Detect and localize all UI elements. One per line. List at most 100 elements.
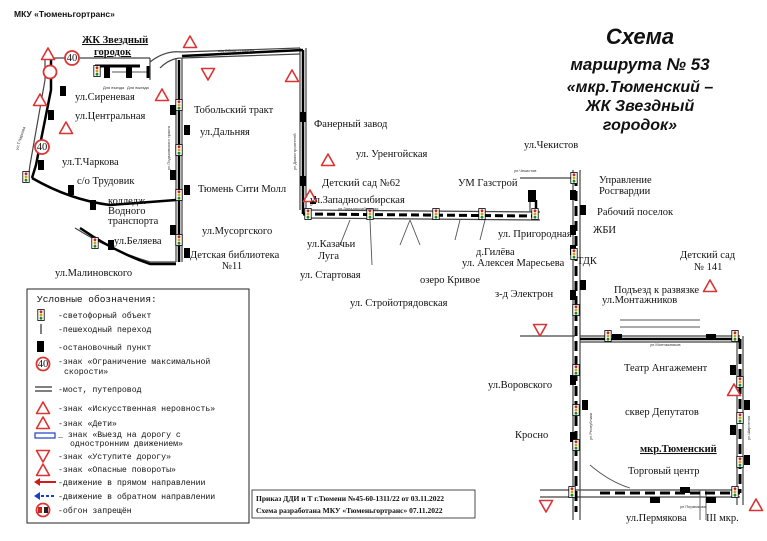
stop-zk-zvezdny-2: городок bbox=[94, 47, 132, 58]
svg-text:-знак «Дети»: -знак «Дети» bbox=[58, 420, 117, 429]
stop-trudovik: с/о Трудовик bbox=[77, 176, 135, 187]
title-line-2: маршрута № 53 bbox=[570, 55, 710, 74]
stop-iii-mkr: III мкр. bbox=[706, 513, 739, 524]
svg-text:-знак «Уступите дорогу»: -знак «Уступите дорогу» bbox=[58, 453, 171, 462]
stop-labels: ЖК Звездный городок ул.Сиреневая ул.Цент… bbox=[55, 35, 739, 524]
svg-text:-остановочный пункт: -остановочный пункт bbox=[58, 343, 151, 353]
stop-rabochy: Рабочий поселок bbox=[597, 207, 674, 218]
stop-siti-moll: Тюмень Сити Молл bbox=[198, 184, 286, 195]
stop-sad62: Детский сад №62 bbox=[322, 178, 400, 189]
svg-text:ул.Чекистов: ул.Чекистов bbox=[514, 168, 536, 173]
stop-charkova: ул.Т.Чаркова bbox=[62, 157, 119, 168]
stop-montazhnikov-1: Подъезд к развязке bbox=[614, 285, 699, 296]
stop-tdk: ТДК bbox=[577, 256, 598, 267]
stop-ozero: озеро Кривое bbox=[420, 275, 480, 286]
svg-text:ул.Подъковского тракта: ул.Подъковского тракта bbox=[166, 125, 171, 170]
svg-text:40: 40 bbox=[67, 53, 78, 64]
svg-text:Для въезда: Для въезда bbox=[103, 85, 125, 90]
stop-college-1: колледж bbox=[108, 196, 146, 207]
svg-text:-движение в прямом направлении: -движение в прямом направлении bbox=[58, 479, 205, 488]
svg-text:-обгон запрещён: -обгон запрещён bbox=[58, 506, 132, 516]
stop-chekistov: ул.Чекистов bbox=[524, 140, 578, 151]
stop-elektron: з-д Электрон bbox=[495, 289, 553, 300]
speed-limit-icon bbox=[35, 356, 51, 372]
stop-krosno: Кросно bbox=[515, 430, 548, 441]
svg-text:-знак «Искусственная неровност: -знак «Искусственная неровность» bbox=[58, 405, 215, 414]
svg-text:-знак «Ограничение максимально: -знак «Ограничение максимальной bbox=[58, 357, 210, 367]
stop-fanerny: Фанерный завод bbox=[314, 119, 388, 130]
stop-belyaeva: ул.Беляева bbox=[114, 236, 162, 247]
svg-text:а/д Обход г.Тюмени: а/д Обход г.Тюмени bbox=[218, 48, 254, 53]
svg-text:ул.Домостроителей: ул.Домостроителей bbox=[292, 134, 297, 171]
stop-stroyotryadovskaya: ул. Стройотрядовская bbox=[350, 298, 448, 309]
svg-text:ул.Т.Чаркова: ул.Т.Чаркова bbox=[14, 125, 26, 150]
stop-gileva: д.Гилёва bbox=[476, 247, 515, 258]
legend-heading: Условные обозначения: bbox=[37, 294, 157, 305]
svg-text:-движение в обратном направлен: -движение в обратном направлении bbox=[58, 492, 215, 502]
stop-college-2: Водного bbox=[108, 206, 145, 217]
stop-permyakova: ул.Пермякова bbox=[626, 513, 687, 524]
stop-tobolsky: Тобольский тракт bbox=[194, 105, 274, 116]
stop-zhbi: ЖБИ bbox=[593, 225, 616, 236]
svg-text:Для выезда: Для выезда bbox=[127, 85, 150, 90]
stop-library-2: №11 bbox=[222, 261, 242, 272]
stop-maresyeva: ул. Алексея Маресьева bbox=[462, 258, 565, 269]
stop-montazhnikov-2: ул.Монтажников bbox=[602, 295, 677, 306]
stop-torgovy: Торговый центр bbox=[628, 466, 700, 477]
stop-rosgvardia-2: Росгвардии bbox=[599, 186, 651, 197]
svg-text:ул.Широтная: ул.Широтная bbox=[746, 416, 751, 440]
svg-text:ул.Пермякова: ул.Пермякова bbox=[680, 504, 707, 509]
stop-icon bbox=[37, 341, 44, 352]
stop-library-1: Детская библиотека bbox=[190, 250, 280, 261]
stop-angazhement: Театр Ангажемент bbox=[624, 363, 708, 374]
one-way-icon bbox=[34, 432, 56, 439]
title-line-3: «мкр.Тюменский – bbox=[567, 79, 714, 96]
stop-prigorodnaya: ул. Пригородная bbox=[498, 229, 572, 240]
stop-um-gazstroy: УМ Газстрой bbox=[458, 178, 518, 189]
stop-rosgvardia-1: Управление bbox=[599, 175, 652, 186]
svg-text:-светофорный объект: -светофорный объект bbox=[58, 311, 151, 321]
stop-tyumensky: мкр.Тюменский bbox=[640, 444, 717, 455]
stop-vorovskogo: ул.Воровского bbox=[488, 380, 552, 391]
footer-line-2: Схема разработана МКУ «Тюменьгортранс» 0… bbox=[256, 506, 443, 515]
stop-zk-zvezdny-1: ЖК Звездный bbox=[82, 35, 148, 46]
svg-text:-мост, путепровод: -мост, путепровод bbox=[58, 386, 142, 395]
stop-sad141-2: № 141 bbox=[694, 262, 722, 273]
svg-text:_ знак «Выезд на дорогу с: _ знак «Выезд на дорогу с bbox=[57, 431, 181, 440]
stop-college-3: транспорта bbox=[108, 216, 159, 227]
svg-text:40: 40 bbox=[37, 142, 48, 153]
no-overtaking-icon bbox=[35, 502, 51, 518]
svg-text:ул.Западносибирская: ул.Западносибирская bbox=[338, 206, 378, 211]
stop-deputatov: сквер Депутатов bbox=[625, 407, 699, 418]
stop-kazachi-1: ул.Казачьи bbox=[307, 239, 356, 250]
stop-markers bbox=[38, 66, 750, 503]
stop-zapadnosibirskaya: ул.Западносибирская bbox=[310, 195, 405, 206]
stop-sirenevaya: ул.Сиреневая bbox=[75, 92, 135, 103]
stop-dalnyaya: ул.Дальняя bbox=[200, 127, 250, 138]
title-line-1: Схема bbox=[606, 24, 674, 49]
stop-malinovskogo: ул.Малиновского bbox=[55, 268, 132, 279]
stop-kazachi-2: Луга bbox=[318, 251, 339, 262]
stop-sad141-1: Детский сад bbox=[680, 250, 736, 261]
svg-text:ул.Монтажников: ул.Монтажников bbox=[650, 342, 680, 347]
road-signs: 40 40 bbox=[32, 35, 764, 513]
legend: Условные обозначения: 40 -светофорный об… bbox=[26, 288, 250, 524]
stop-centralnaya: ул.Центральная bbox=[75, 111, 146, 122]
svg-text:-знак «Опасные повороты»: -знак «Опасные повороты» bbox=[58, 466, 176, 475]
stop-musorgskogo: ул.Мусоргского bbox=[202, 226, 272, 237]
stop-startovaya: ул. Стартовая bbox=[300, 270, 361, 281]
traffic-light-icon bbox=[37, 309, 45, 321]
stop-urengoiskaya: ул. Уренгойская bbox=[356, 149, 427, 160]
svg-text:одностронним движением»: одностронним движением» bbox=[70, 440, 183, 449]
footer: Приказ ДДИ и Т г.Тюмени №45-60-1311/22 о… bbox=[251, 489, 476, 519]
svg-text:скорости»: скорости» bbox=[64, 368, 108, 377]
svg-text:40: 40 bbox=[38, 359, 49, 370]
organization-label: МКУ «Тюменьгортранс» bbox=[14, 9, 115, 19]
footer-line-1: Приказ ДДИ и Т г.Тюмени №45-60-1311/22 о… bbox=[256, 494, 444, 503]
svg-text:-пешеходный переход: -пешеходный переход bbox=[58, 325, 151, 335]
title-block: Схема маршрута № 53 «мкр.Тюменский – ЖК … bbox=[567, 24, 714, 134]
svg-text:ул.Республики: ул.Республики bbox=[588, 413, 593, 440]
title-line-5: городок» bbox=[603, 117, 677, 134]
title-line-4: ЖК Звездный bbox=[585, 98, 695, 115]
